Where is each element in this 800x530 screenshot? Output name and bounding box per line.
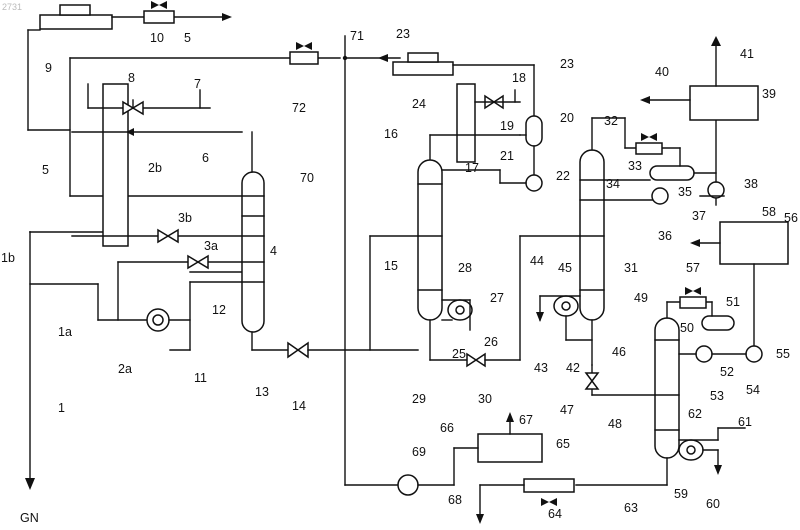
label-2b: 2b	[148, 161, 162, 175]
label-22: 22	[556, 169, 570, 183]
label-33: 33	[628, 159, 642, 173]
label-8: 8	[128, 71, 135, 85]
label-5a: 5	[42, 163, 49, 177]
label-19: 19	[500, 119, 514, 133]
exchanger-9	[40, 1, 232, 29]
reboiler-28	[442, 300, 472, 330]
label-25: 25	[452, 347, 466, 361]
label-45: 45	[558, 261, 572, 275]
drum-20	[440, 116, 542, 191]
label-65: 65	[556, 437, 570, 451]
label-43: 43	[534, 361, 548, 375]
label-34: 34	[606, 177, 620, 191]
label-47: 47	[560, 403, 574, 417]
label-38: 38	[744, 177, 758, 191]
label-10: 10	[150, 31, 164, 45]
label-71: 71	[350, 29, 364, 43]
watermark: 2731	[2, 2, 22, 12]
label-41: 41	[740, 47, 754, 61]
label-27: 27	[490, 291, 504, 305]
label-31: 31	[624, 261, 638, 275]
label-63: 63	[624, 501, 638, 515]
label-60: 60	[706, 497, 720, 511]
label-17: 17	[465, 161, 479, 175]
label-57: 57	[686, 261, 700, 275]
label-44: 44	[530, 254, 544, 268]
compressor-2a	[147, 272, 242, 350]
label-50: 50	[680, 321, 694, 335]
column-4	[242, 132, 418, 357]
label-26: 26	[484, 335, 498, 349]
label-30: 30	[478, 392, 492, 406]
label-53: 53	[710, 389, 724, 403]
label-37: 37	[692, 209, 706, 223]
label-42: 42	[566, 361, 580, 375]
label-40: 40	[655, 65, 669, 79]
label-68: 68	[448, 493, 462, 507]
label-54: 54	[746, 383, 760, 397]
label-20: 20	[560, 111, 574, 125]
label-32: 32	[604, 114, 618, 128]
label-35: 35	[678, 185, 692, 199]
label-24: 24	[412, 97, 426, 111]
label-12: 12	[212, 303, 226, 317]
label-70: 70	[300, 171, 314, 185]
label-28: 28	[458, 261, 472, 275]
label-7: 7	[194, 77, 201, 91]
label-55: 55	[776, 347, 790, 361]
label-2a: 2a	[118, 362, 132, 376]
label-18: 18	[512, 71, 526, 85]
label-4: 4	[270, 244, 277, 258]
label-gn: GN	[20, 511, 39, 525]
valve-8	[123, 90, 200, 114]
label-1: 1	[58, 401, 65, 415]
label-46: 46	[612, 345, 626, 359]
column-48	[586, 287, 762, 458]
label-13: 13	[255, 385, 269, 399]
label-5b: 5	[184, 31, 191, 45]
label-69: 69	[412, 445, 426, 459]
label-16: 16	[384, 127, 398, 141]
label-59: 59	[674, 487, 688, 501]
label-23a: 23	[396, 27, 410, 41]
label-62: 62	[688, 407, 702, 421]
label-58: 58	[762, 205, 776, 219]
label-64: 64	[548, 507, 562, 521]
label-56: 56	[784, 211, 798, 225]
label-23b: 23	[560, 57, 574, 71]
label-48: 48	[608, 417, 622, 431]
label-11: 11	[194, 371, 207, 385]
label-61: 61	[738, 415, 752, 429]
label-67: 67	[519, 413, 533, 427]
label-39: 39	[762, 87, 776, 101]
label-9: 9	[45, 61, 52, 75]
label-52: 52	[720, 365, 734, 379]
label-3b: 3b	[178, 211, 192, 225]
label-36: 36	[658, 229, 672, 243]
condenser-33	[604, 118, 716, 204]
feed-section	[25, 232, 148, 490]
column-31	[520, 118, 625, 365]
label-21: 21	[500, 149, 514, 163]
unit-56	[690, 222, 788, 352]
label-72: 72	[292, 101, 306, 115]
label-66: 66	[440, 421, 454, 435]
label-49: 49	[634, 291, 648, 305]
label-15: 15	[384, 259, 398, 273]
label-51: 51	[726, 295, 740, 309]
label-1b: 1b	[1, 251, 15, 265]
label-29: 29	[412, 392, 426, 406]
label-14: 14	[292, 399, 306, 413]
label-3a: 3a	[204, 239, 218, 253]
label-1a: 1a	[58, 325, 72, 339]
label-6: 6	[202, 151, 209, 165]
valve-3b	[158, 230, 178, 242]
